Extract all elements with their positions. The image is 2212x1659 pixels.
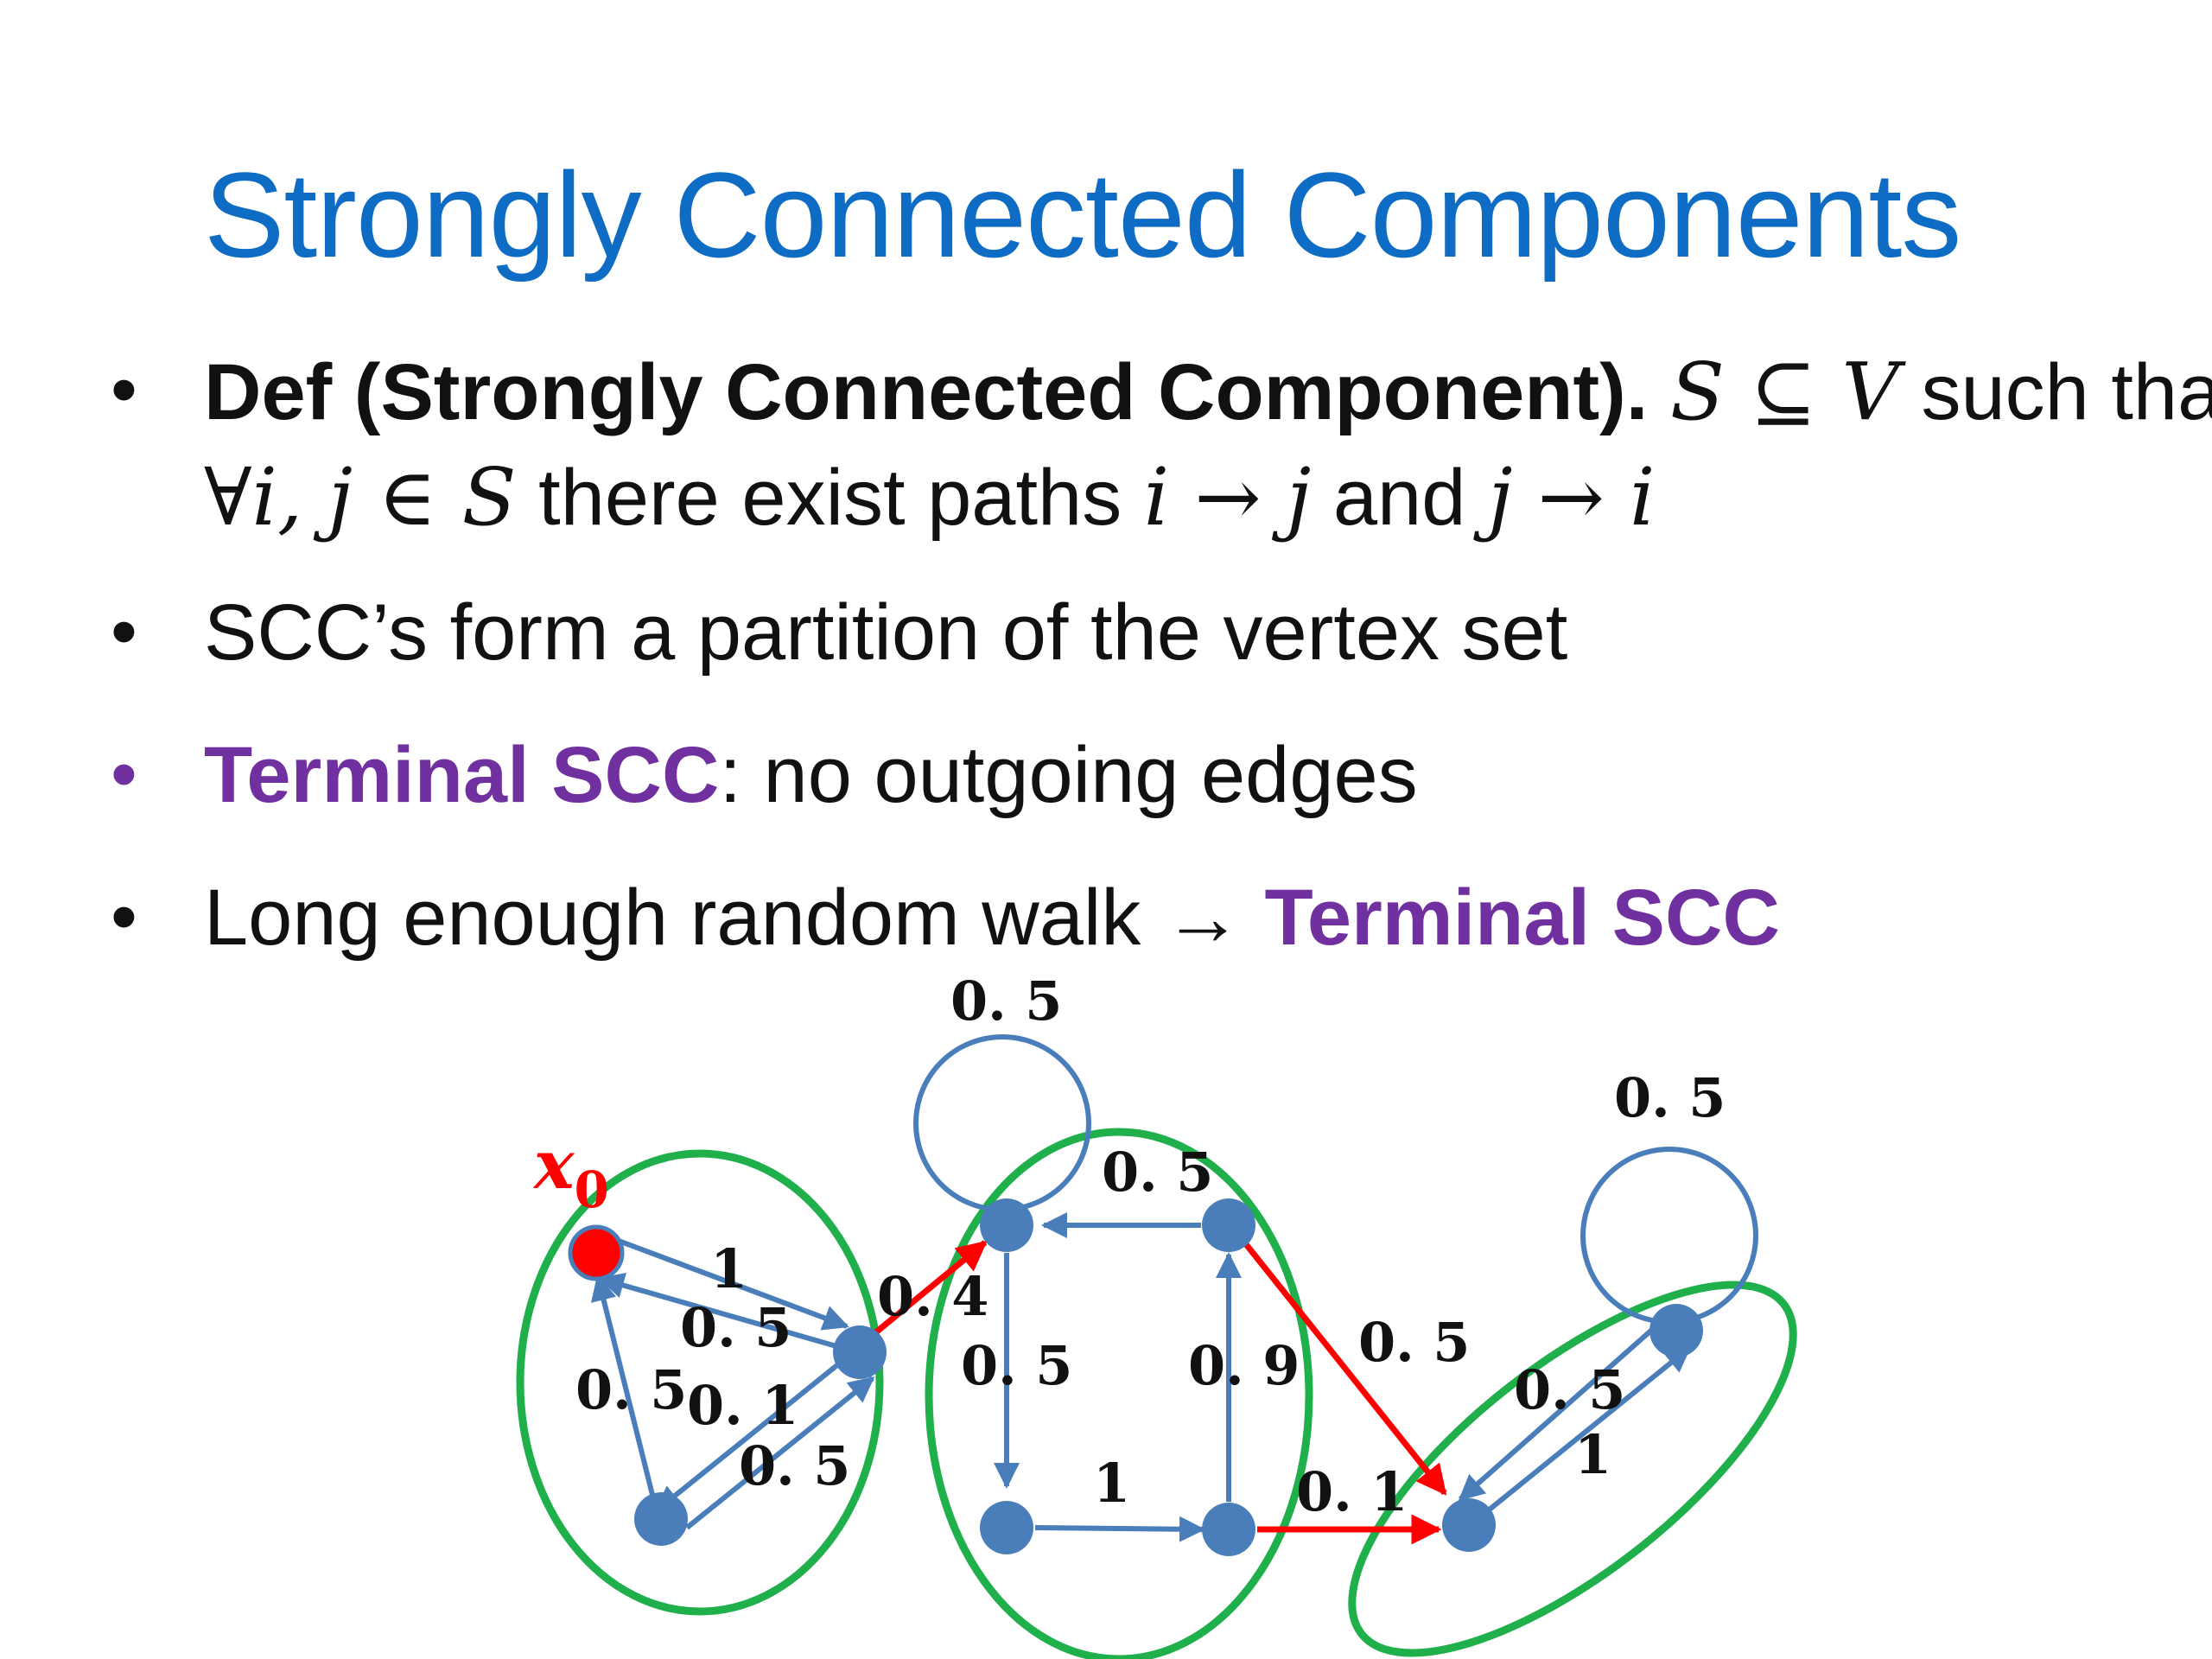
edge-b-to-a [598,1272,843,1351]
arrow-symbol-2: → [1512,451,1630,543]
definition-line-1: Def (Strongly Connected Component). S ⊆ … [204,346,2212,438]
random-walk-term: Terminal SCC [1264,874,1780,962]
arrow-symbol-1: → [1169,451,1287,543]
bullet-marker: • [111,346,137,432]
edge-label-e-to-d: 0. 5 [1102,1141,1213,1204]
such-that-text: such that [1898,348,2212,436]
bullet-marker: • [111,731,137,817]
edge-label-c-to-b: 0. 5 [739,1434,850,1497]
node [1202,1198,1255,1252]
start-node-label: x0 [532,1126,609,1219]
edge-h-to-i [1484,1345,1692,1515]
scc-outline-terminal [1348,1281,1797,1657]
edge-a-to-b [603,1233,849,1331]
node [980,1501,1033,1554]
edge-label-g-to-h: 0. 1 [1296,1460,1408,1523]
terminal-scc-line: Terminal SCC: no outgoing edges [204,730,1418,821]
slide-title: Strongly Connected Components [204,147,1961,283]
edge-label-h-to-i: 0. 5 [1514,1358,1625,1421]
node [1442,1498,1496,1552]
transition-edge-e-to-h [1243,1242,1447,1496]
terminal-scc-desc: : no outgoing edges [719,731,1418,819]
edge-label-a-to-b: 1 [710,1237,747,1300]
bullet-marker: • [111,588,137,674]
scc-outline-left [516,1149,884,1616]
edge-label-b-to-a: 0. 5 [680,1296,791,1359]
edge-label-c-to-a: 0. 5 [575,1358,687,1421]
edge-label-loop-top: 0. 5 [950,969,1062,1033]
set-S-2: S [461,451,517,543]
var-j-1: j [1286,451,1312,543]
edge-label-loop-right: 0. 5 [1614,1066,1726,1129]
random-walk-text: Long enough random walk → [204,874,1265,962]
edge-b-to-c [654,1358,844,1513]
random-walk-line: Long enough random walk → Terminal SCC [204,873,1780,963]
there-exist-text: there exist paths [516,454,1144,542]
partition-text: SCC’s form a partition of the vertex set [204,588,1568,677]
edge-i-to-h [1458,1319,1662,1502]
edge-c-to-a [590,1274,655,1496]
node [1202,1503,1255,1556]
var-i-2: i [1630,451,1656,543]
definition-term: Def (Strongly Connected Component). [204,348,1649,436]
forall-symbol: ∀ [204,451,252,543]
node [833,1325,887,1379]
and-text: and [1311,454,1488,542]
definition-line-2: ∀i, j ∈ S there exist paths i → j and j … [204,451,1655,543]
subset-symbol: ⊆ [1724,346,1842,438]
node [1649,1304,1703,1357]
node [980,1198,1033,1252]
vars-i-j: i, j [251,451,353,543]
edge-label-d-to-f: 0. 5 [961,1334,1072,1397]
var-j-2: j [1487,451,1513,543]
edge-label-g-to-e: 0. 9 [1188,1334,1300,1397]
set-V: V [1841,346,1899,438]
node [634,1492,688,1546]
edge-label-f-to-g: 1 [1093,1452,1130,1515]
edge-label-i-to-h: 1 [1574,1423,1611,1486]
start-node [568,1224,625,1281]
var-i-1: i [1143,451,1170,543]
element-of-symbol: ∈ [352,451,462,543]
edge-label-b-to-c: 0. 1 [687,1374,798,1437]
bullet-marker: • [111,874,137,959]
edge-label-b-to-d: 0. 4 [877,1265,988,1328]
edge-c-to-b [685,1376,875,1530]
terminal-scc-term: Terminal SCC [204,731,720,819]
edge-f-to-g [1034,1516,1205,1542]
set-S: S [1669,346,1725,438]
edge-label-e-to-h: 0. 5 [1358,1311,1470,1374]
scc-outline-middle [925,1128,1313,1659]
transition-edge-b-to-d [870,1240,988,1338]
